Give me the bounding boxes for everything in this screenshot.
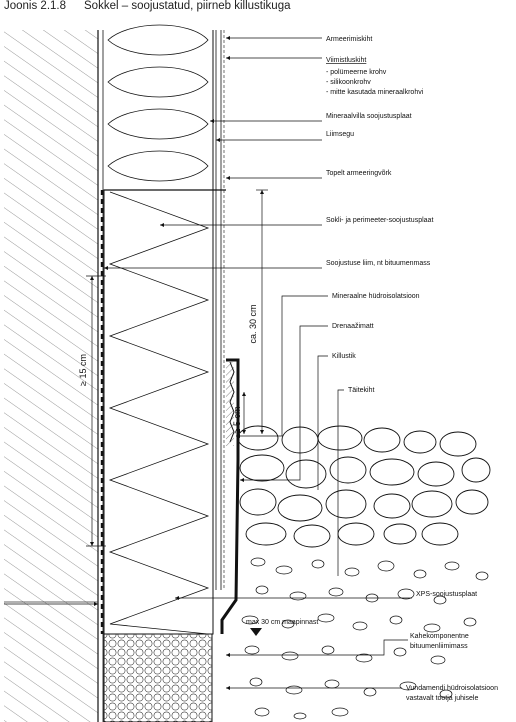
- label-viimistluskiht-2: - silikoonkrohv: [326, 79, 371, 86]
- label-viimistluskiht-3: - mitte kasutada mineraalkrohvi: [326, 89, 424, 96]
- gravel-layer: [237, 425, 491, 548]
- label-xps: XPS-soojustusplaat: [416, 591, 477, 598]
- figure-number: Joonis 2.1.8: [4, 0, 67, 12]
- label-liimsegu: Liimsegu: [326, 131, 354, 138]
- drainage-mat: [220, 358, 240, 634]
- label-mineraalvilla: Mineraalvilla soojustusplaat: [326, 113, 412, 120]
- label-taitekiht: Täitekiht: [348, 387, 375, 394]
- dim-ge15: ≥ 15 cm: [78, 354, 88, 386]
- label-kahekomponentne-2: bituumenliimimass: [410, 643, 468, 650]
- label-soojustuse-liim: Soojustuse liim, nt bituumenmass: [326, 260, 431, 267]
- label-sokli: Sokli- ja perimeeter-soojustusplaat: [326, 217, 433, 224]
- label-vundamendi-2: vastavalt tootja juhisele: [406, 695, 478, 702]
- leader-lines: [4, 35, 412, 691]
- label-maapinnast: max 30 cm maapinnast: [246, 619, 318, 626]
- dim-ge5: ≥ 5 cm: [232, 407, 242, 434]
- figure-caption: Joonis 2.1.8 Sokkel – soojustatud, piirne…: [4, 0, 291, 12]
- ground-level-marker: [250, 628, 262, 636]
- foundation-xps-block: [103, 633, 213, 722]
- labels: Armeerimiskiht Viimistluskiht - polümeer…: [246, 36, 498, 702]
- label-kahekomponentne-1: Kahekomponentne: [410, 633, 469, 640]
- dimension-lines: [86, 189, 268, 547]
- label-topelt: Topelt armeeringvõrk: [326, 170, 392, 177]
- label-hudroisolatsioon: Mineraalne hüdroisolatsioon: [332, 293, 420, 300]
- label-vundamendi-1: Vundamendi hüdroisolatsioon: [406, 685, 498, 692]
- dim-ca30: ca. 30 cm: [248, 304, 258, 343]
- mineral-wool-insulation: [107, 24, 214, 190]
- label-viimistluskiht-1: - polümeerne krohv: [326, 69, 387, 76]
- label-armeerimiskiht: Armeerimiskiht: [326, 36, 372, 43]
- plinth-insulation: [103, 189, 214, 635]
- label-drenaazimatt: Drenaažimatt: [332, 323, 374, 330]
- concrete-wall: [4, 30, 98, 722]
- label-killustik: Killustik: [332, 353, 356, 360]
- backfill-layer: [241, 557, 489, 720]
- label-viimistluskiht: Viimistluskiht: [326, 57, 366, 64]
- figure-title: Sokkel – soojustatud, piirneb killustiku…: [84, 0, 291, 12]
